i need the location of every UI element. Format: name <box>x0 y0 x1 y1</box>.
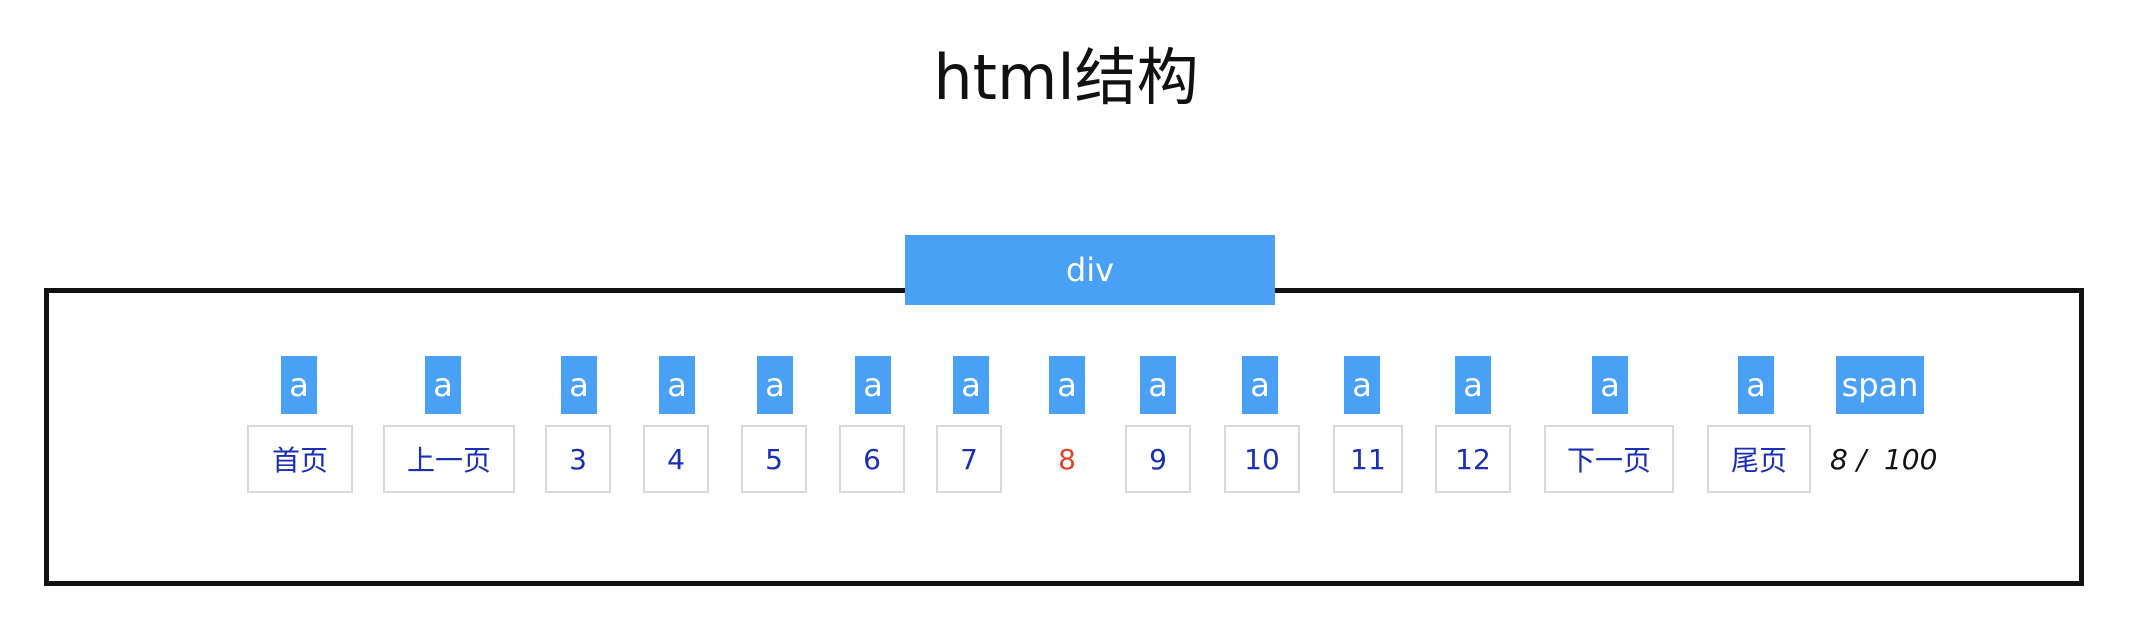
page-link-4[interactable]: 4 <box>643 425 709 493</box>
tag-label-prev: a <box>425 356 461 414</box>
page-link-10[interactable]: 10 <box>1224 425 1300 493</box>
tag-label-last: a <box>1738 356 1774 414</box>
tag-label-page-11: a <box>1344 356 1380 414</box>
tag-label-page-3: a <box>561 356 597 414</box>
tag-label-page-7: a <box>953 356 989 414</box>
div-tag-label: div <box>905 235 1275 305</box>
tag-label-first: a <box>281 356 317 414</box>
page-link-11[interactable]: 11 <box>1333 425 1403 493</box>
first-page-link[interactable]: 首页 <box>247 425 353 493</box>
tag-label-page-10: a <box>1242 356 1278 414</box>
current-page-indicator: 8 <box>1058 442 1076 476</box>
next-page-link[interactable]: 下一页 <box>1544 425 1674 493</box>
page-link-6[interactable]: 6 <box>839 425 905 493</box>
tag-label-page-8: a <box>1049 356 1085 414</box>
last-page-link[interactable]: 尾页 <box>1707 425 1811 493</box>
diagram-title: html结构 <box>933 41 1199 114</box>
tag-label-page-4: a <box>659 356 695 414</box>
prev-page-link[interactable]: 上一页 <box>383 425 515 493</box>
tag-label-page-5: a <box>757 356 793 414</box>
tag-label-page-6: a <box>855 356 891 414</box>
page-link-9[interactable]: 9 <box>1125 425 1191 493</box>
tag-label-page-9: a <box>1140 356 1176 414</box>
page-link-7[interactable]: 7 <box>936 425 1002 493</box>
page-link-3[interactable]: 3 <box>545 425 611 493</box>
tag-label-page-12: a <box>1455 356 1491 414</box>
tag-label-next: a <box>1592 356 1628 414</box>
page-counter: 8 / 100 <box>1830 442 1938 476</box>
tag-label-counter: span <box>1836 356 1924 414</box>
page-link-12[interactable]: 12 <box>1435 425 1511 493</box>
page-link-5[interactable]: 5 <box>741 425 807 493</box>
